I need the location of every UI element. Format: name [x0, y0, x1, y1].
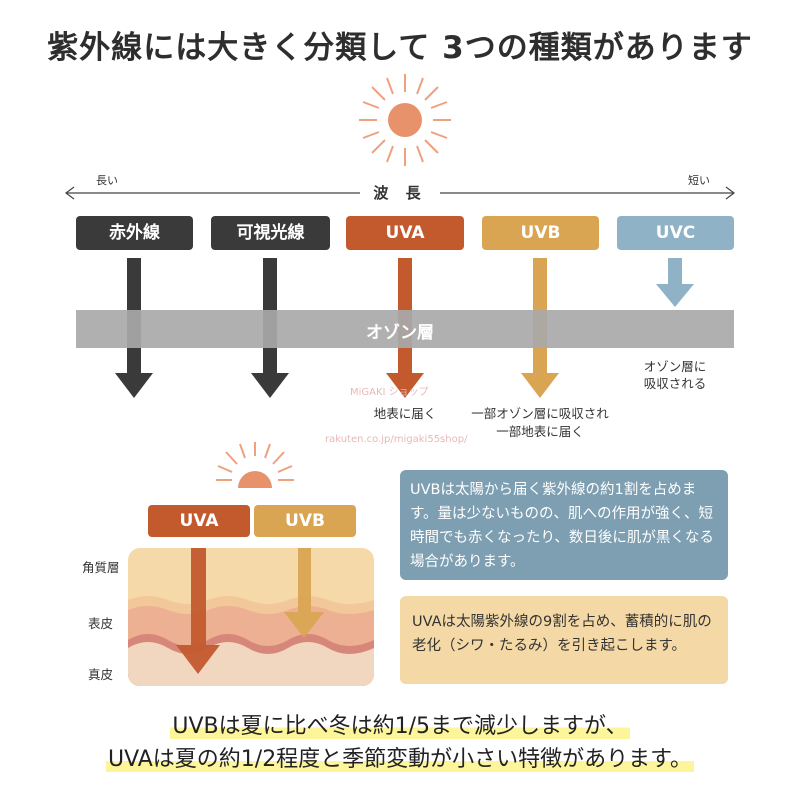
- bottom-line-2-text: UVAは夏の約1/2程度と季節変動が小さい特徴があります。: [105, 747, 694, 772]
- type-uvc: UVC: [617, 216, 734, 250]
- bottom-line-1-text: UVBは夏に比べ冬は約1/5まで減少しますが、: [170, 714, 630, 739]
- bottom-line-1: UVBは夏に比べ冬は約1/5まで減少しますが、: [0, 708, 800, 740]
- ozone-layer: [76, 310, 734, 348]
- type-visible: 可視光線: [211, 216, 330, 250]
- page-title: 紫外線には大きく分類して 3つの種類があります: [47, 30, 753, 66]
- layer-stratum-corneum: 角質層: [82, 560, 120, 575]
- uva-info-box: UVAは太陽紫外線の9割を占め、蓄積的に肌の老化（シワ・たるみ）を引き起こします…: [400, 596, 728, 684]
- skin-arrows: [176, 548, 324, 674]
- uvc-arrow: [656, 258, 694, 307]
- short-label: 短い: [688, 174, 710, 187]
- uvb-info-box: UVBは太陽から届く紫外線の約1割を占めます。量は少ないものの、肌への作用が強く…: [400, 470, 728, 580]
- wavelength-label: 波 長: [360, 182, 440, 203]
- ozone-label: オゾン層: [366, 323, 434, 343]
- watermark-url: rakuten.co.jp/migaki55shop/: [325, 434, 468, 445]
- type-uva: UVA: [346, 216, 464, 250]
- uvc-note-line2: 吸収される: [643, 376, 707, 391]
- long-label: 長い: [96, 174, 118, 187]
- uva-note: 地表に届く: [373, 406, 437, 421]
- skin-uva-arrow: [176, 548, 220, 674]
- skin-uvb-arrow: [284, 548, 324, 638]
- uvb-note-line2: 一部地表に届く: [496, 424, 584, 439]
- watermark-shop: MiGAKI ショップ: [350, 387, 429, 398]
- skin-uva-label: UVA: [148, 505, 250, 537]
- uvb-note-line1: 一部オゾン層に吸収され: [471, 406, 609, 421]
- bottom-line-2: UVAは夏の約1/2程度と季節変動が小さい特徴があります。: [0, 741, 800, 773]
- type-uvb: UVB: [482, 216, 599, 250]
- type-infrared: 赤外線: [76, 216, 193, 250]
- layer-dermis: 真皮: [88, 667, 114, 682]
- sun-icon: [359, 74, 451, 166]
- skin-uvb-label: UVB: [254, 505, 356, 537]
- layer-epidermis: 表皮: [88, 616, 114, 631]
- small-sun-icon: [216, 442, 294, 488]
- uvc-note-line1: オゾン層に: [643, 359, 707, 374]
